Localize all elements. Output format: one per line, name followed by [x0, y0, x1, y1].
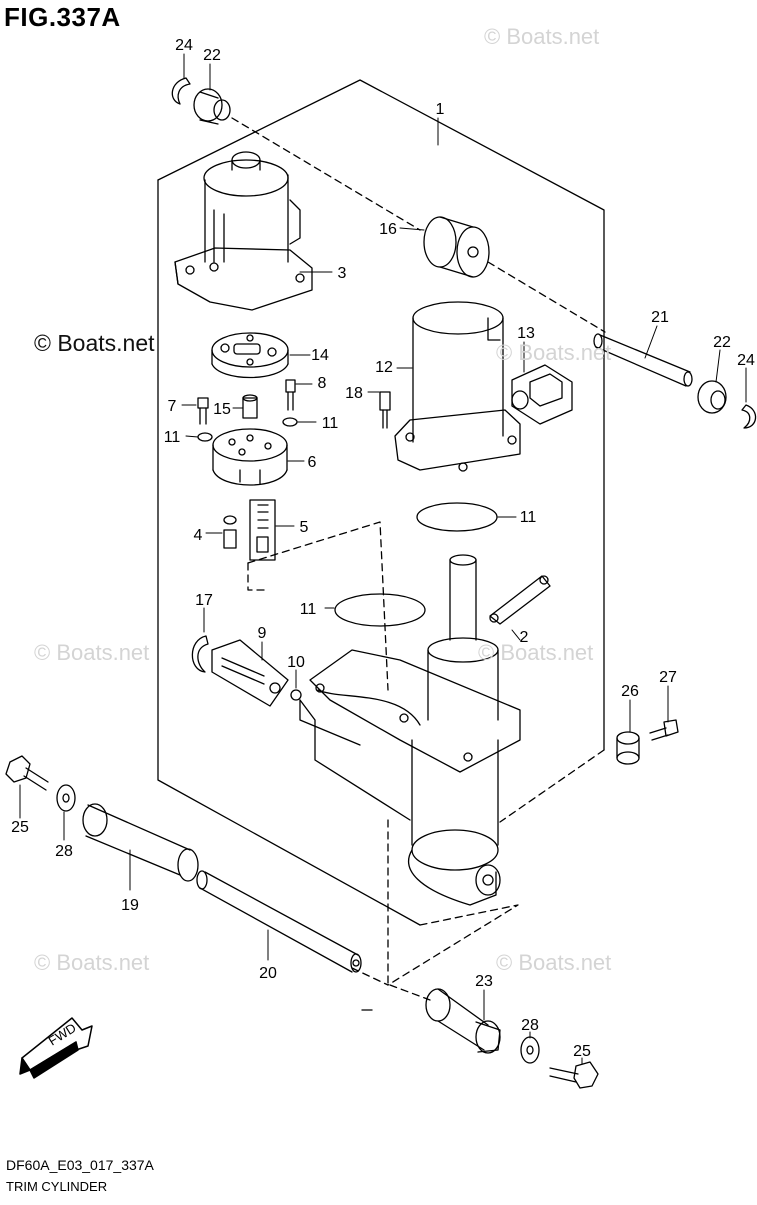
screw-18 — [379, 391, 391, 429]
callout-16: 16 — [379, 221, 397, 238]
assembly-frame — [157, 79, 605, 1011]
callout-11: 11 — [322, 415, 339, 432]
pin-21 — [593, 333, 693, 387]
callout-10: 10 — [287, 654, 305, 671]
callout-19: 19 — [121, 897, 139, 914]
callout-17: 17 — [195, 592, 213, 609]
callout-24: 24 — [737, 352, 755, 369]
plug-13 — [511, 364, 573, 425]
washer-10 — [290, 689, 302, 701]
circlip-24-right — [741, 404, 757, 429]
callout-2: 2 — [520, 629, 529, 646]
callout-22: 22 — [203, 47, 221, 64]
sleeve-19 — [82, 803, 199, 882]
bushing-22-right — [697, 380, 727, 414]
bolt-25-bottom — [549, 1061, 599, 1089]
callout-24: 24 — [175, 37, 193, 54]
callout-25: 25 — [11, 819, 29, 836]
callout-11: 11 — [520, 509, 537, 526]
callout-28: 28 — [55, 843, 73, 860]
callout-11: 11 — [300, 601, 317, 618]
fwd-arrow-icon — [19, 1017, 93, 1079]
screw-7 — [197, 397, 209, 425]
motor-3 — [174, 151, 313, 311]
callout-4: 4 — [194, 527, 203, 544]
cylinder-body — [299, 554, 521, 906]
figure-caption: TRIM CYLINDER — [6, 1179, 108, 1194]
bolt-25-left — [5, 755, 49, 791]
bushing-23 — [425, 988, 501, 1054]
mount-16 — [423, 216, 490, 278]
callout-18: 18 — [345, 385, 363, 402]
figure-title: FIG.337A — [4, 2, 121, 32]
washer-28-bottom — [520, 1036, 540, 1064]
reservoir-12 — [394, 301, 521, 472]
bracket-2 — [489, 575, 551, 625]
bushing-22-top — [193, 88, 231, 125]
callout-20: 20 — [259, 965, 277, 982]
callout-14: 14 — [311, 347, 329, 364]
valve-assy-5 — [249, 499, 276, 561]
callout-26: 26 — [621, 683, 639, 700]
callout-1: 1 — [436, 101, 445, 118]
callout-22: 22 — [713, 334, 731, 351]
callout-3: 3 — [338, 265, 347, 282]
valve-body-6 — [212, 428, 288, 486]
callout-7: 7 — [168, 398, 177, 415]
screw-8 — [285, 379, 296, 411]
callout-12: 12 — [375, 359, 393, 376]
callout-11: 11 — [164, 429, 181, 446]
callout-8: 8 — [318, 375, 327, 392]
pin-20 — [196, 870, 362, 973]
callout-leaders — [19, 53, 747, 1065]
valve-9 — [211, 639, 289, 707]
callout-23: 23 — [475, 973, 493, 990]
o-ring-11-right — [282, 417, 298, 427]
callout-13: 13 — [517, 325, 535, 342]
callout-15: 15 — [213, 401, 231, 418]
washer-28-left — [56, 784, 76, 812]
callout-21: 21 — [651, 309, 669, 326]
figure-code: DF60A_E03_017_337A — [6, 1157, 154, 1173]
check-valve-4 — [223, 515, 237, 549]
callout-5: 5 — [300, 519, 309, 536]
cap-14 — [211, 332, 289, 379]
o-ring-11-left — [197, 432, 213, 442]
valve-15 — [242, 394, 258, 419]
callout-9: 9 — [258, 625, 267, 642]
o-ring-11-upper — [416, 502, 498, 532]
circlip-24-top — [171, 77, 191, 105]
callout-27: 27 — [659, 669, 677, 686]
callout-6: 6 — [308, 454, 317, 471]
callout-28: 28 — [521, 1017, 539, 1034]
o-ring-11-lower — [334, 593, 426, 627]
bushing-26 — [616, 731, 640, 765]
bolt-27 — [649, 719, 679, 741]
callout-25: 25 — [573, 1043, 591, 1060]
circlip-17 — [191, 635, 209, 673]
